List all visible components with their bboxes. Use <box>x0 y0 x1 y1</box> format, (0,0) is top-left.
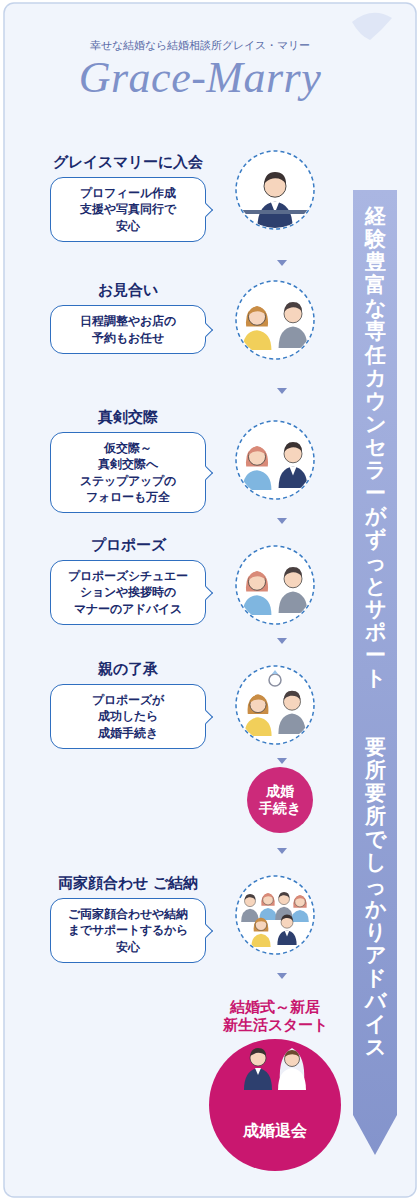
step-illustration <box>236 876 314 954</box>
wing-ornament <box>352 13 392 40</box>
flow-triangle <box>277 260 287 979</box>
milestone-text: 成婚 手続き <box>259 783 301 818</box>
vertical-text: 要所要所でしっかりアドバイス <box>365 735 386 1058</box>
step-heading: お見合い <box>98 281 158 300</box>
step-bubble: 真剣交際仮交際～真剣交際へ ステップアップの フォローも万全 <box>50 432 206 513</box>
step-illustration <box>236 151 314 229</box>
support-band: 経験豊富な専任カウンセラーがずっとサポート要所要所でしっかりアドバイス <box>353 190 397 1155</box>
step-text: ご両家顔合わせや結納 までサポートするから 安心 <box>68 906 188 954</box>
step-heading: 真剣交際 <box>98 408 158 427</box>
step-text: プロポーズが 成功したら 成婚手続き <box>92 692 164 740</box>
step-bubble: 親の了承プロポーズが 成功したら 成婚手続き <box>50 684 206 749</box>
logo-title: Grace-Marry <box>0 52 400 103</box>
goal-circle: 結婚式～新居 新生活スタート成婚退会 <box>209 1039 341 1171</box>
step-bubble: お見合い日程調整やお店の 予約もお任せ <box>50 305 206 354</box>
outer-panel <box>4 3 416 1197</box>
step-text: 仮交際～真剣交際へ ステップアップの フォローも万全 <box>80 440 176 504</box>
step-heading: 親の了承 <box>98 660 158 679</box>
step-text: プロポーズシチュエー ションや挨拶時の マナーのアドバイス <box>68 568 188 616</box>
step-heading: グレイスマリーに入会 <box>53 153 203 172</box>
step-heading: プロポーズ <box>91 536 166 555</box>
step-illustration <box>236 281 314 359</box>
step-illustration <box>236 546 314 624</box>
step-bubble: 両家顔合わせ ご結納ご両家顔合わせや結納 までサポートするから 安心 <box>50 898 206 963</box>
goal-heading: 結婚式～新居 新生活スタート <box>223 998 328 1036</box>
milestone-circle: 成婚 手続き <box>247 767 313 833</box>
tagline: 幸せな結婚なら結婚相談所グレイス・マリー <box>0 38 400 53</box>
step-heading: 両家顔合わせ ご結納 <box>58 874 197 893</box>
vertical-text: 経験豊富な専任カウンセラーがずっとサポート <box>365 204 386 689</box>
step-bubble: グレイスマリーに入会プロフィール作成 支援や写真同行で 安心 <box>50 177 206 242</box>
step-text: プロフィール作成 支援や写真同行で 安心 <box>80 185 176 233</box>
goal-text: 成婚退会 <box>209 1121 341 1142</box>
step-illustration <box>236 421 314 499</box>
step-bubble: プロポーズプロポーズシチュエー ションや挨拶時の マナーのアドバイス <box>50 560 206 625</box>
step-illustration <box>236 666 314 744</box>
step-text: 日程調整やお店の 予約もお任せ <box>80 313 176 345</box>
